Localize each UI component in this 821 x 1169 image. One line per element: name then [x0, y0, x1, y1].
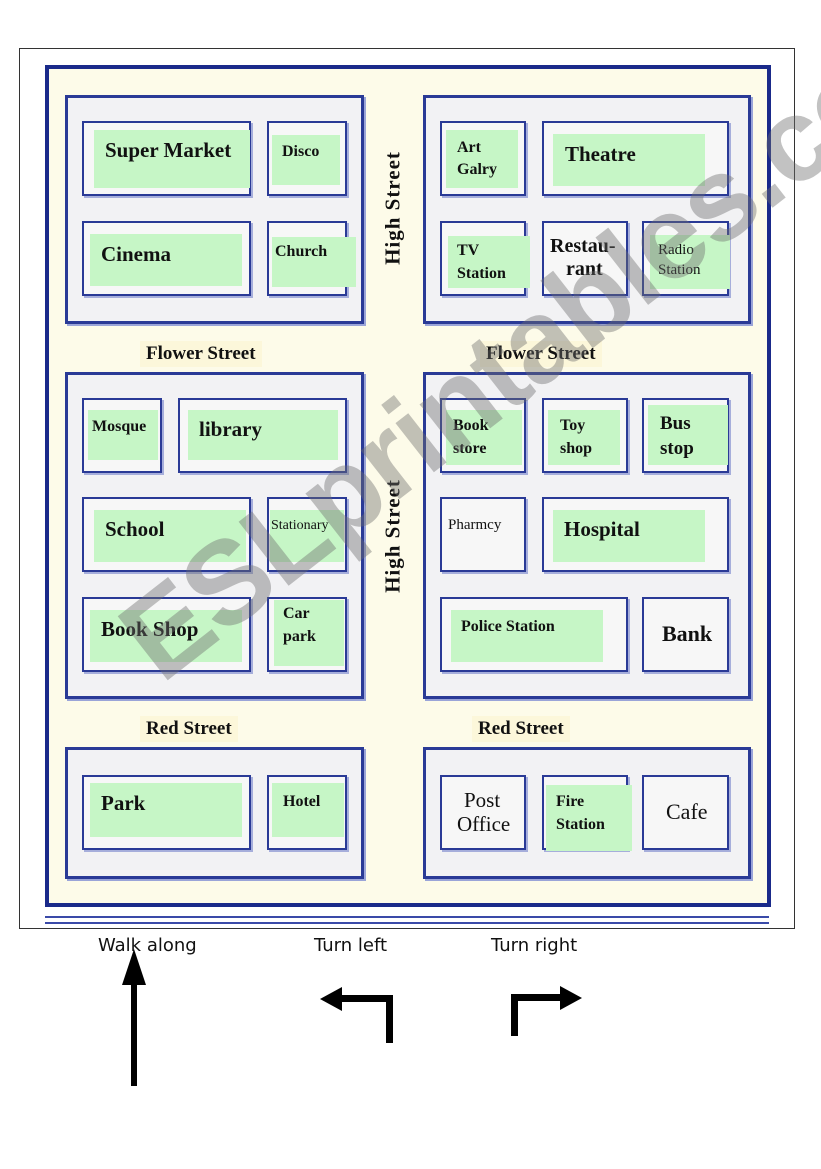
label-bg [451, 610, 603, 662]
label-bg [448, 236, 530, 288]
place-church: Church [275, 243, 328, 260]
place-book-store-line-2: store [453, 440, 487, 457]
place-book-shop: Book Shop [101, 617, 199, 641]
place-school: School [105, 517, 165, 541]
place-restaurant-line-2: rant [566, 258, 603, 280]
label-bg [650, 235, 730, 289]
label-bg [272, 135, 340, 185]
label-bg [94, 510, 246, 562]
place-radio-station-line-2: Station [658, 262, 701, 278]
label-bg [553, 134, 705, 186]
place-cafe: Cafe [666, 799, 708, 824]
place-art-gallery-line-2: Galry [457, 161, 497, 178]
walk-along-arrow-icon [122, 949, 146, 1086]
place-car-park-line-2: park [283, 628, 316, 645]
place-super-market: Super Market [105, 138, 232, 162]
place-theatre: Theatre [565, 142, 636, 166]
place-hotel: Hotel [283, 793, 321, 810]
label-bg [553, 510, 705, 562]
label-bg [94, 130, 250, 188]
label-bg [88, 410, 158, 460]
place-book-store-line-1: Book [453, 417, 489, 434]
place-library: library [199, 417, 262, 441]
place-disco: Disco [282, 143, 320, 160]
place-cinema: Cinema [101, 242, 171, 266]
turn-left-arrow-icon [320, 987, 393, 1043]
street-flower-left: Flower Street [140, 341, 262, 367]
building-pharmacy[interactable] [440, 497, 526, 572]
label-bg [446, 130, 518, 188]
place-radio-station-line-1: Radio [658, 242, 694, 258]
legend-turn-right: Turn right [491, 935, 578, 956]
label-bg [90, 610, 242, 662]
label-bg [274, 600, 344, 666]
place-post-office-line-1: Post [464, 788, 501, 812]
label-bg [188, 410, 338, 460]
place-art-gallery-line-1: Art [457, 139, 481, 156]
building-restaurant[interactable] [542, 221, 628, 296]
place-tv-station-line-2: Station [457, 265, 506, 282]
place-bus-stop-line-1: Bus [660, 413, 691, 434]
street-red-right: Red Street [472, 716, 570, 742]
place-fire-station-line-2: Station [556, 816, 605, 833]
street-high-top: High Street [380, 151, 405, 265]
label-bg [272, 237, 356, 287]
label-bg [90, 783, 242, 837]
building-post-office[interactable] [440, 775, 526, 850]
map-base-line [45, 916, 769, 924]
label-bg [648, 405, 728, 465]
label-bg [546, 785, 632, 851]
place-stationary: Stationary [271, 518, 329, 533]
place-restaurant-line-1: Restau- [550, 235, 616, 257]
place-fire-station-line-1: Fire [556, 793, 585, 810]
legend-walk-along: Walk along [98, 935, 197, 956]
place-tv-station-line-1: TV [457, 242, 480, 259]
place-bank: Bank [662, 621, 713, 646]
building-bank[interactable] [642, 597, 729, 672]
place-pharmacy: Pharmcy [448, 517, 502, 533]
place-car-park-line-1: Car [283, 605, 310, 622]
label-bg [270, 510, 344, 562]
legend-turn-left: Turn left [314, 935, 388, 956]
street-red-left: Red Street [140, 716, 238, 742]
label-bg [272, 783, 344, 837]
label-bg [90, 234, 242, 286]
turn-right-arrow-icon [511, 986, 582, 1036]
place-park: Park [101, 791, 146, 815]
place-police-station: Police Station [461, 618, 555, 635]
street-high-middle: High Street [380, 479, 405, 593]
label-bg [548, 410, 620, 465]
place-post-office-line-2: Office [457, 812, 511, 836]
place-bus-stop-line-2: stop [660, 438, 694, 459]
building-cafe[interactable] [642, 775, 729, 850]
place-mosque: Mosque [92, 418, 147, 435]
street-flower-right: Flower Street [480, 341, 602, 367]
place-toy-shop-line-1: Toy [560, 417, 586, 434]
place-hospital: Hospital [564, 517, 640, 541]
label-bg [446, 410, 522, 465]
place-toy-shop-line-2: shop [560, 440, 593, 457]
